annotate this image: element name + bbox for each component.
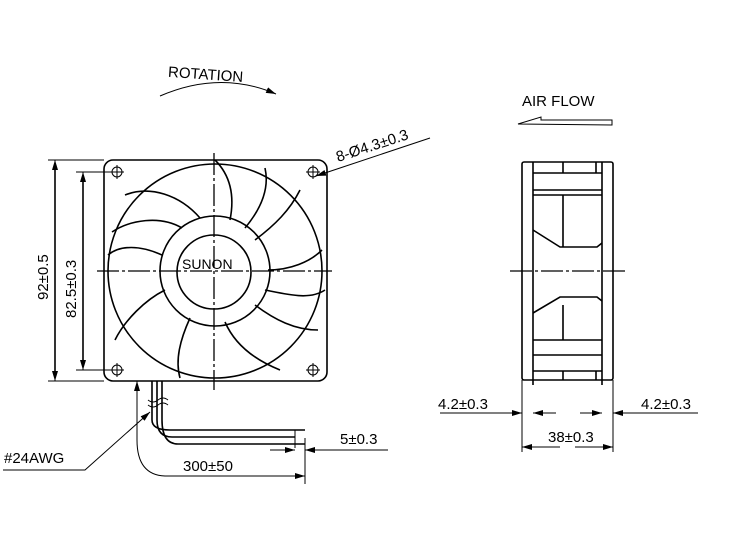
wire-length-label: 300±50 <box>183 458 233 475</box>
flange-left-label: 4.2±0.3 <box>438 396 488 413</box>
flange-right-label: 4.2±0.3 <box>641 396 691 413</box>
holes-label: 8-Ø4.3±0.3 <box>334 126 411 165</box>
rotation-label: ROTATION <box>167 64 243 86</box>
thickness-label: 38±0.3 <box>548 429 594 446</box>
dimension-outer-size: 92±0.5 <box>35 159 104 382</box>
dimension-hole-pitch: 82.5±0.3 <box>63 171 117 371</box>
side-view <box>510 161 625 385</box>
strip-length-label: 5±0.3 <box>340 431 377 448</box>
fan-blades <box>107 159 326 379</box>
lead-wires: 300±50 5±0.3 #24AWG <box>3 381 388 484</box>
dimension-flange: 4.2±0.3 4.2±0.3 <box>438 396 698 416</box>
airflow-label: AIR FLOW <box>522 93 595 110</box>
outer-size-label: 92±0.5 <box>35 254 52 300</box>
wire-gauge-label: #24AWG <box>4 450 64 467</box>
front-view: SUNON <box>97 153 332 390</box>
brand-label: SUNON <box>182 256 233 272</box>
airflow-indicator: AIR FLOW <box>517 93 613 126</box>
hole-pitch-label: 82.5±0.3 <box>63 260 80 318</box>
holes-callout: 8-Ø4.3±0.3 <box>315 126 431 177</box>
dimension-thickness: 38±0.3 <box>521 380 614 452</box>
rotation-indicator: ROTATION <box>159 64 277 97</box>
airflow-arrow-icon <box>517 116 613 126</box>
rotation-arrow-icon <box>159 82 277 97</box>
